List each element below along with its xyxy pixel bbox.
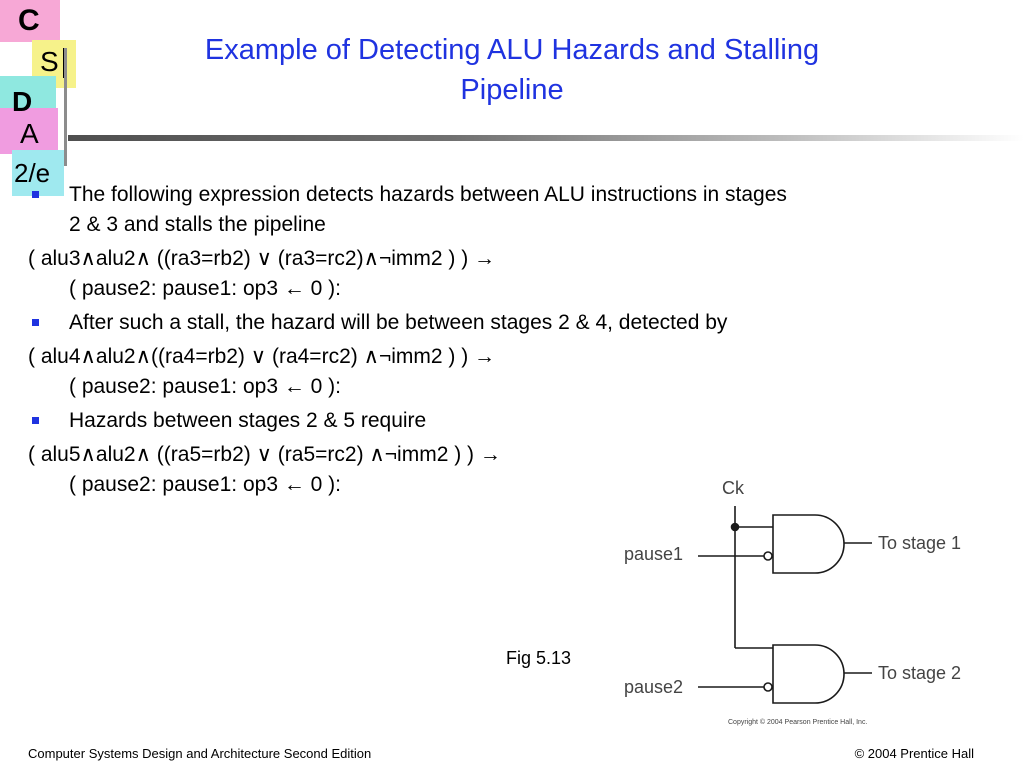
bullet-item: The following expression detects hazards… xyxy=(28,180,788,240)
bullet-square-icon xyxy=(32,417,39,424)
slide-title-line1: Example of Detecting ALU Hazards and Sta… xyxy=(204,34,820,66)
expression-block: ( alu5∧alu2∧ ((ra5=rb2) ∨ (ra5=rc2) ∧¬im… xyxy=(28,440,788,500)
expression-3-line1: ( alu5∧alu2∧ ((ra5=rb2) ∨ (ra5=rc2) ∧¬im… xyxy=(28,443,501,466)
output-stage2-label: To stage 2 xyxy=(878,663,961,683)
slide-title: Example of Detecting ALU Hazards and Sta… xyxy=(100,30,924,110)
expression-1-line1: ( alu3∧alu2∧ ((ra3=rb2) ∨ (ra3=rc2)∧¬imm… xyxy=(28,247,496,270)
book-logo: C S D A 2/e xyxy=(0,0,80,200)
expression-2-line1: ( alu4∧alu2∧((ra4=rb2) ∨ (ra4=rc2) ∧¬imm… xyxy=(28,345,496,368)
logo-letter-s: S xyxy=(40,46,59,77)
title-rule xyxy=(68,135,1024,141)
bullet-text-1: The following expression detects hazards… xyxy=(69,183,787,236)
figure-copyright: Copyright © 2004 Pearson Prentice Hall, … xyxy=(728,718,867,726)
bullet-text-3: Hazards between stages 2 & 5 require xyxy=(69,409,427,432)
pause1-label: pause1 xyxy=(624,544,683,564)
expression-block: ( alu3∧alu2∧ ((ra3=rb2) ∨ (ra3=rc2)∧¬imm… xyxy=(28,244,788,304)
logo-tile-edition xyxy=(12,150,64,196)
logo-edition: 2/e xyxy=(14,158,51,188)
ck-label: Ck xyxy=(722,478,745,498)
bullet-square-icon xyxy=(32,191,39,198)
footer-copyright: © 2004 Prentice Hall xyxy=(854,746,974,761)
logo-letter-d: D xyxy=(12,86,33,117)
and-gate-1 xyxy=(772,514,845,574)
expression-1-line2: ( pause2: pause1: op3 ← 0 ): xyxy=(69,277,342,300)
logo-letter-a: A xyxy=(20,118,39,149)
logo-tile-a xyxy=(0,108,58,154)
slide-title-line2: Pipeline xyxy=(460,74,564,106)
pause-circuit-diagram: Ck pause1 pause2 To stage 1 To stage 2 C… xyxy=(624,478,961,726)
pause2-label: pause2 xyxy=(624,677,683,697)
logo-divider xyxy=(64,48,67,166)
expression-3-line2: ( pause2: pause1: op3 ← 0 ): xyxy=(69,473,342,496)
figure-caption: Fig 5.13 xyxy=(506,648,572,668)
output-stage1-label: To stage 1 xyxy=(878,533,961,553)
logo-letter-c: C xyxy=(18,4,40,37)
footer-book-title: Computer Systems Design and Architecture… xyxy=(28,746,372,761)
pause1-inverter-bubble xyxy=(763,551,773,561)
bullet-text-2: After such a stall, the hazard will be b… xyxy=(69,311,728,334)
expression-2-line2: ( pause2: pause1: op3 ← 0 ): xyxy=(69,375,342,398)
expression-block: ( alu4∧alu2∧((ra4=rb2) ∨ (ra4=rc2) ∧¬imm… xyxy=(28,342,788,402)
slide-content: The following expression detects hazards… xyxy=(28,180,788,504)
bullet-item: Hazards between stages 2 & 5 require xyxy=(28,406,788,436)
bullet-item: After such a stall, the hazard will be b… xyxy=(28,308,788,338)
pause2-inverter-bubble xyxy=(763,682,773,692)
and-gate-2 xyxy=(772,644,845,704)
bullet-square-icon xyxy=(32,319,39,326)
logo-tile-c xyxy=(0,0,60,42)
